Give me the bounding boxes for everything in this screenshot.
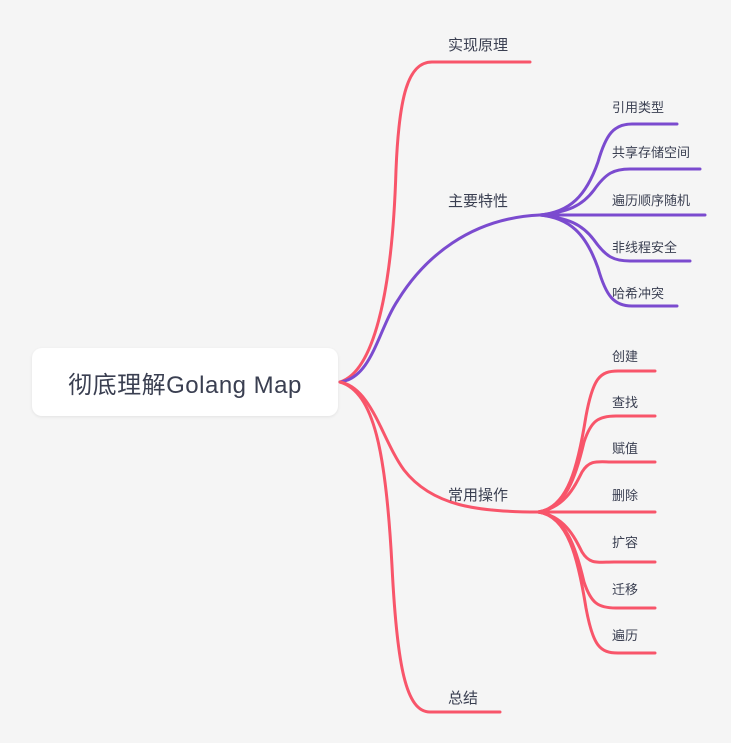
edge-branch-features [338, 213, 542, 384]
edge-branch-summary [338, 380, 502, 714]
leaf-label-features-4[interactable]: 哈希冲突 [612, 286, 665, 301]
root-node-label: 彻底理解Golang Map [68, 371, 302, 399]
branch-label-summary[interactable]: 总结 [448, 690, 479, 707]
leaf-label-operations-5[interactable]: 迁移 [612, 582, 639, 597]
edge-leaf-features-1 [538, 167, 702, 217]
leaf-label-operations-4[interactable]: 扩容 [612, 535, 639, 550]
edge-leaf-operations-2 [536, 460, 657, 514]
leaf-label-operations-2[interactable]: 赋值 [612, 441, 639, 456]
branch-label-implementation[interactable]: 实现原理 [448, 37, 509, 54]
edge-leaf-features-0 [538, 122, 679, 217]
leaf-label-features-3[interactable]: 非线程安全 [612, 240, 678, 255]
root-node[interactable]: 彻底理解Golang Map [32, 348, 338, 416]
edge-leaf-operations-6 [536, 510, 657, 655]
leaf-label-operations-1[interactable]: 查找 [612, 395, 639, 410]
edge-leaf-operations-1 [536, 414, 657, 514]
leaf-label-features-2[interactable]: 遍历顺序随机 [612, 193, 691, 208]
leaf-label-operations-3[interactable]: 删除 [612, 488, 639, 503]
branch-label-operations[interactable]: 常用操作 [448, 487, 509, 504]
edge-leaf-features-3 [538, 213, 692, 263]
leaf-label-operations-0[interactable]: 创建 [612, 349, 639, 364]
leaf-label-features-1[interactable]: 共享存储空间 [612, 145, 691, 160]
leaf-label-features-0[interactable]: 引用类型 [612, 100, 665, 115]
leaf-label-operations-6[interactable]: 遍历 [612, 628, 639, 643]
edge-branch-implementation [338, 60, 532, 384]
edge-branch-operations [338, 380, 540, 514]
branch-label-features[interactable]: 主要特性 [448, 193, 509, 210]
edge-leaf-features-4 [538, 213, 679, 308]
